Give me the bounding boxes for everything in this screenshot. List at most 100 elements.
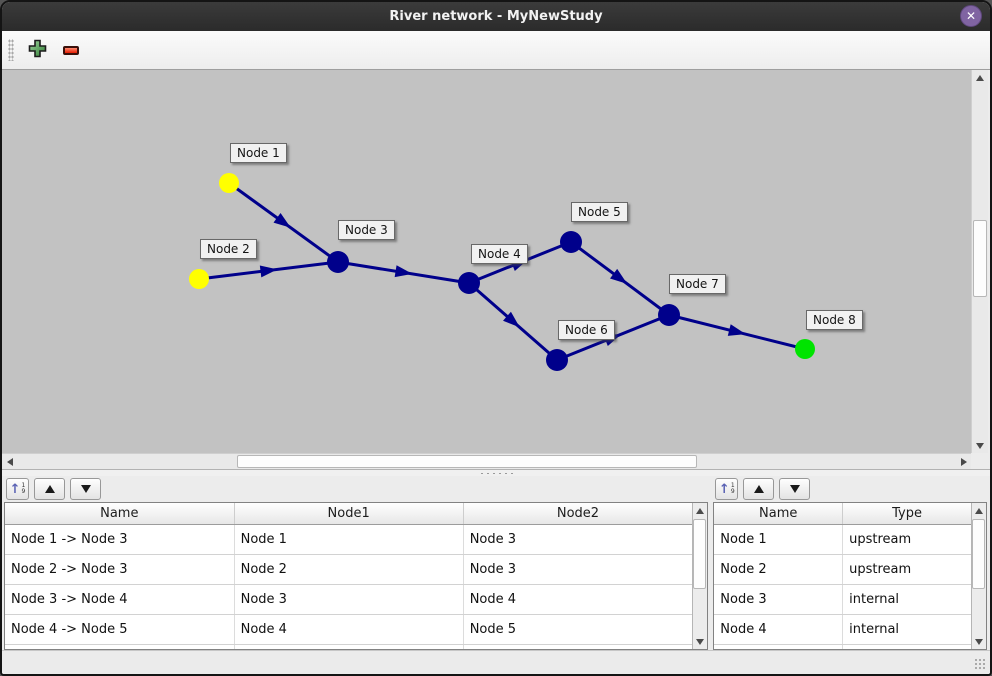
add-node-button[interactable] [24, 36, 50, 64]
column-header[interactable]: Type [842, 503, 971, 525]
status-bar [2, 650, 990, 674]
scroll-up-button[interactable] [972, 70, 988, 85]
close-button[interactable]: ✕ [960, 5, 982, 27]
edges-toolbar: ↑ 1 9 [4, 476, 708, 502]
scroll-down-button[interactable] [972, 438, 988, 453]
triangle-down-icon [696, 638, 705, 645]
table-cell[interactable]: Node 4 [463, 584, 693, 615]
scroll-down-button[interactable] [693, 634, 708, 649]
canvas-horizontal-scrollbar[interactable] [2, 453, 971, 469]
scroll-down-button[interactable] [972, 634, 986, 649]
edge-arrow-icon [394, 265, 413, 278]
horizontal-scrollbar-thumb[interactable] [237, 455, 697, 468]
table-cell[interactable]: upstream [842, 554, 971, 585]
node-label[interactable]: Node 8 [806, 310, 863, 330]
table-cell[interactable]: Node 2 -> Node 3 [5, 554, 235, 585]
table-cell[interactable]: Node 3 [234, 584, 464, 615]
toolbar-drag-handle[interactable] [8, 39, 14, 61]
table-cell[interactable] [234, 644, 464, 649]
edges-table-scrollbar[interactable] [692, 503, 708, 649]
vertical-scrollbar-thumb[interactable] [972, 519, 985, 589]
graph-node[interactable] [795, 339, 815, 359]
table-cell[interactable]: Node 1 [714, 524, 844, 555]
edges-move-down-button[interactable] [70, 478, 101, 500]
vertical-scrollbar-thumb[interactable] [693, 519, 707, 589]
table-cell[interactable]: Node 3 [463, 554, 693, 585]
table-cell[interactable]: Node 4 [714, 614, 844, 645]
triangle-down-icon [975, 638, 983, 645]
splitter-handle[interactable] [2, 469, 990, 476]
edges-sort-button[interactable]: ↑ 1 9 [6, 478, 29, 500]
table-cell[interactable]: Node 4 -> Node 5 [5, 614, 235, 645]
table-cell[interactable]: Node 5 [463, 614, 693, 645]
edges-move-up-button[interactable] [34, 478, 65, 500]
graph-node[interactable] [327, 251, 349, 273]
column-header[interactable]: Name [5, 503, 235, 525]
nodes-move-down-button[interactable] [779, 478, 811, 500]
table-cell[interactable]: Node 3 -> Node 4 [5, 584, 235, 615]
table-cell[interactable] [5, 644, 235, 649]
node-label[interactable]: Node 6 [558, 320, 615, 340]
triangle-right-icon [960, 457, 967, 466]
graph-node[interactable] [219, 173, 239, 193]
column-header[interactable]: Node1 [234, 503, 464, 525]
nodes-table-scrollbar[interactable] [971, 503, 986, 649]
river-network-viewport[interactable]: Node 1 Node 2 Node 3 Node 4 Node 5 Node 6 Node… [2, 70, 971, 453]
node-label[interactable]: Node 1 [230, 143, 287, 163]
table-cell[interactable]: upstream [842, 524, 971, 555]
table-cell[interactable]: internal [842, 584, 971, 615]
node-label[interactable]: Node 4 [471, 244, 528, 264]
triangle-left-icon [6, 457, 13, 466]
column-header[interactable]: Node2 [463, 503, 693, 525]
splitter-dots-icon [479, 471, 513, 475]
node-label[interactable]: Node 3 [338, 220, 395, 240]
table-cell[interactable] [842, 644, 971, 649]
table-cell[interactable]: Node 1 [234, 524, 464, 555]
scroll-up-button[interactable] [693, 503, 708, 518]
title-bar: River network - MyNewStudy ✕ [2, 2, 990, 31]
table-cell[interactable]: Node 2 [714, 554, 844, 585]
node-label[interactable]: Node 7 [669, 274, 726, 294]
graph-node[interactable] [560, 231, 582, 253]
scroll-up-button[interactable] [972, 503, 986, 518]
graph-node[interactable] [458, 272, 480, 294]
column-header[interactable]: Name [714, 503, 844, 525]
table-cell[interactable]: Node 3 [463, 524, 693, 555]
graph-node[interactable] [546, 349, 568, 371]
table-cell[interactable]: Node 3 [714, 584, 844, 615]
table-row[interactable] [714, 644, 971, 649]
scroll-left-button[interactable] [2, 454, 17, 469]
canvas-vertical-scrollbar[interactable] [971, 70, 988, 453]
table-cell[interactable]: Node 4 [234, 614, 464, 645]
scroll-right-button[interactable] [956, 454, 971, 469]
nodes-move-up-button[interactable] [743, 478, 775, 500]
table-cell[interactable] [463, 644, 693, 649]
graph-node[interactable] [658, 304, 680, 326]
table-row[interactable] [5, 644, 693, 649]
vertical-scrollbar-thumb[interactable] [973, 220, 987, 297]
node-label[interactable]: Node 2 [200, 239, 257, 259]
resize-grip[interactable] [974, 658, 986, 670]
table-cell[interactable]: Node 1 -> Node 3 [5, 524, 235, 555]
nodes-sort-button[interactable]: ↑ 1 9 [715, 478, 739, 500]
graph-node[interactable] [189, 269, 209, 289]
table-cell[interactable]: internal [842, 614, 971, 645]
table-cell[interactable]: Node 2 [234, 554, 464, 585]
triangle-up-icon [976, 74, 984, 81]
table-cell[interactable] [714, 644, 844, 649]
remove-node-button[interactable] [58, 36, 84, 64]
node-label[interactable]: Node 5 [571, 202, 628, 222]
